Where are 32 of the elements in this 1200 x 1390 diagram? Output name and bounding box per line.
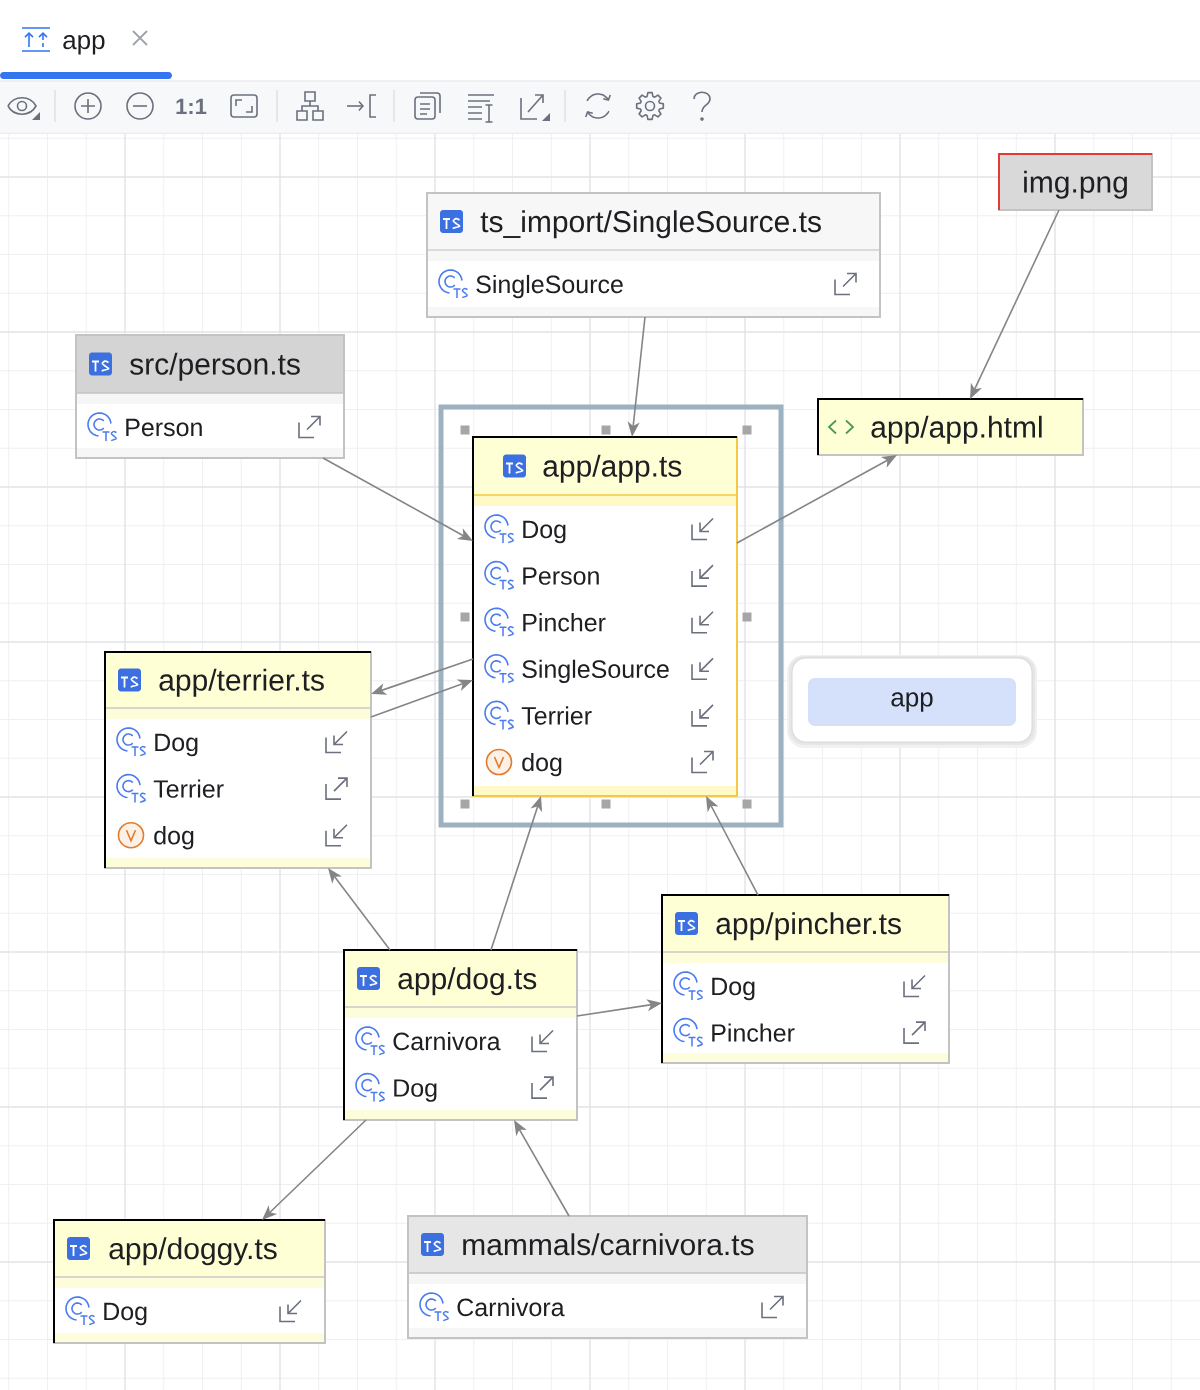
member-label: dog: [154, 826, 194, 850]
box-title: mammals/carnivora.ts: [463, 1233, 754, 1256]
box-title: app/pincher.ts: [716, 912, 901, 941]
arrow: [262, 1119, 367, 1220]
member-label: Dog: [523, 520, 566, 544]
box-title: app/dog.ts: [398, 967, 537, 996]
member-label: Person: [126, 418, 202, 437]
member-label: dog: [522, 752, 562, 777]
arrow: [328, 868, 391, 951]
box-title: app/app.ts: [543, 454, 682, 483]
box-title: app/doggy.ts: [109, 1237, 277, 1266]
member-label: SingleSource: [476, 274, 623, 299]
member-label: Person: [523, 567, 599, 585]
file-box: app/app.html: [817, 398, 1084, 456]
box-title: src/person.ts: [130, 352, 300, 381]
member-label: Terrier: [521, 706, 592, 725]
box-title: ts_import/SingleSource.ts: [480, 210, 821, 239]
member-label: Dog: [712, 977, 755, 1001]
member-label: Terrier: [153, 779, 224, 798]
member-label: Carnivora: [457, 1297, 565, 1317]
member-label: SingleSource: [522, 659, 669, 683]
member-label: Carnivora: [393, 1031, 501, 1051]
tab-label: app: [63, 35, 105, 55]
file-box: img.png: [998, 153, 1153, 211]
member-label: Dog: [394, 1079, 437, 1102]
member-label: Pincher: [523, 613, 606, 632]
zoom-ratio-label: 1:1: [176, 98, 207, 114]
member-label: Pincher: [712, 1023, 795, 1042]
menu-item: app: [808, 678, 1016, 726]
member-label: Dog: [155, 733, 198, 757]
box-title: app/terrier.ts: [159, 668, 324, 697]
member-label: Dog: [104, 1302, 147, 1326]
